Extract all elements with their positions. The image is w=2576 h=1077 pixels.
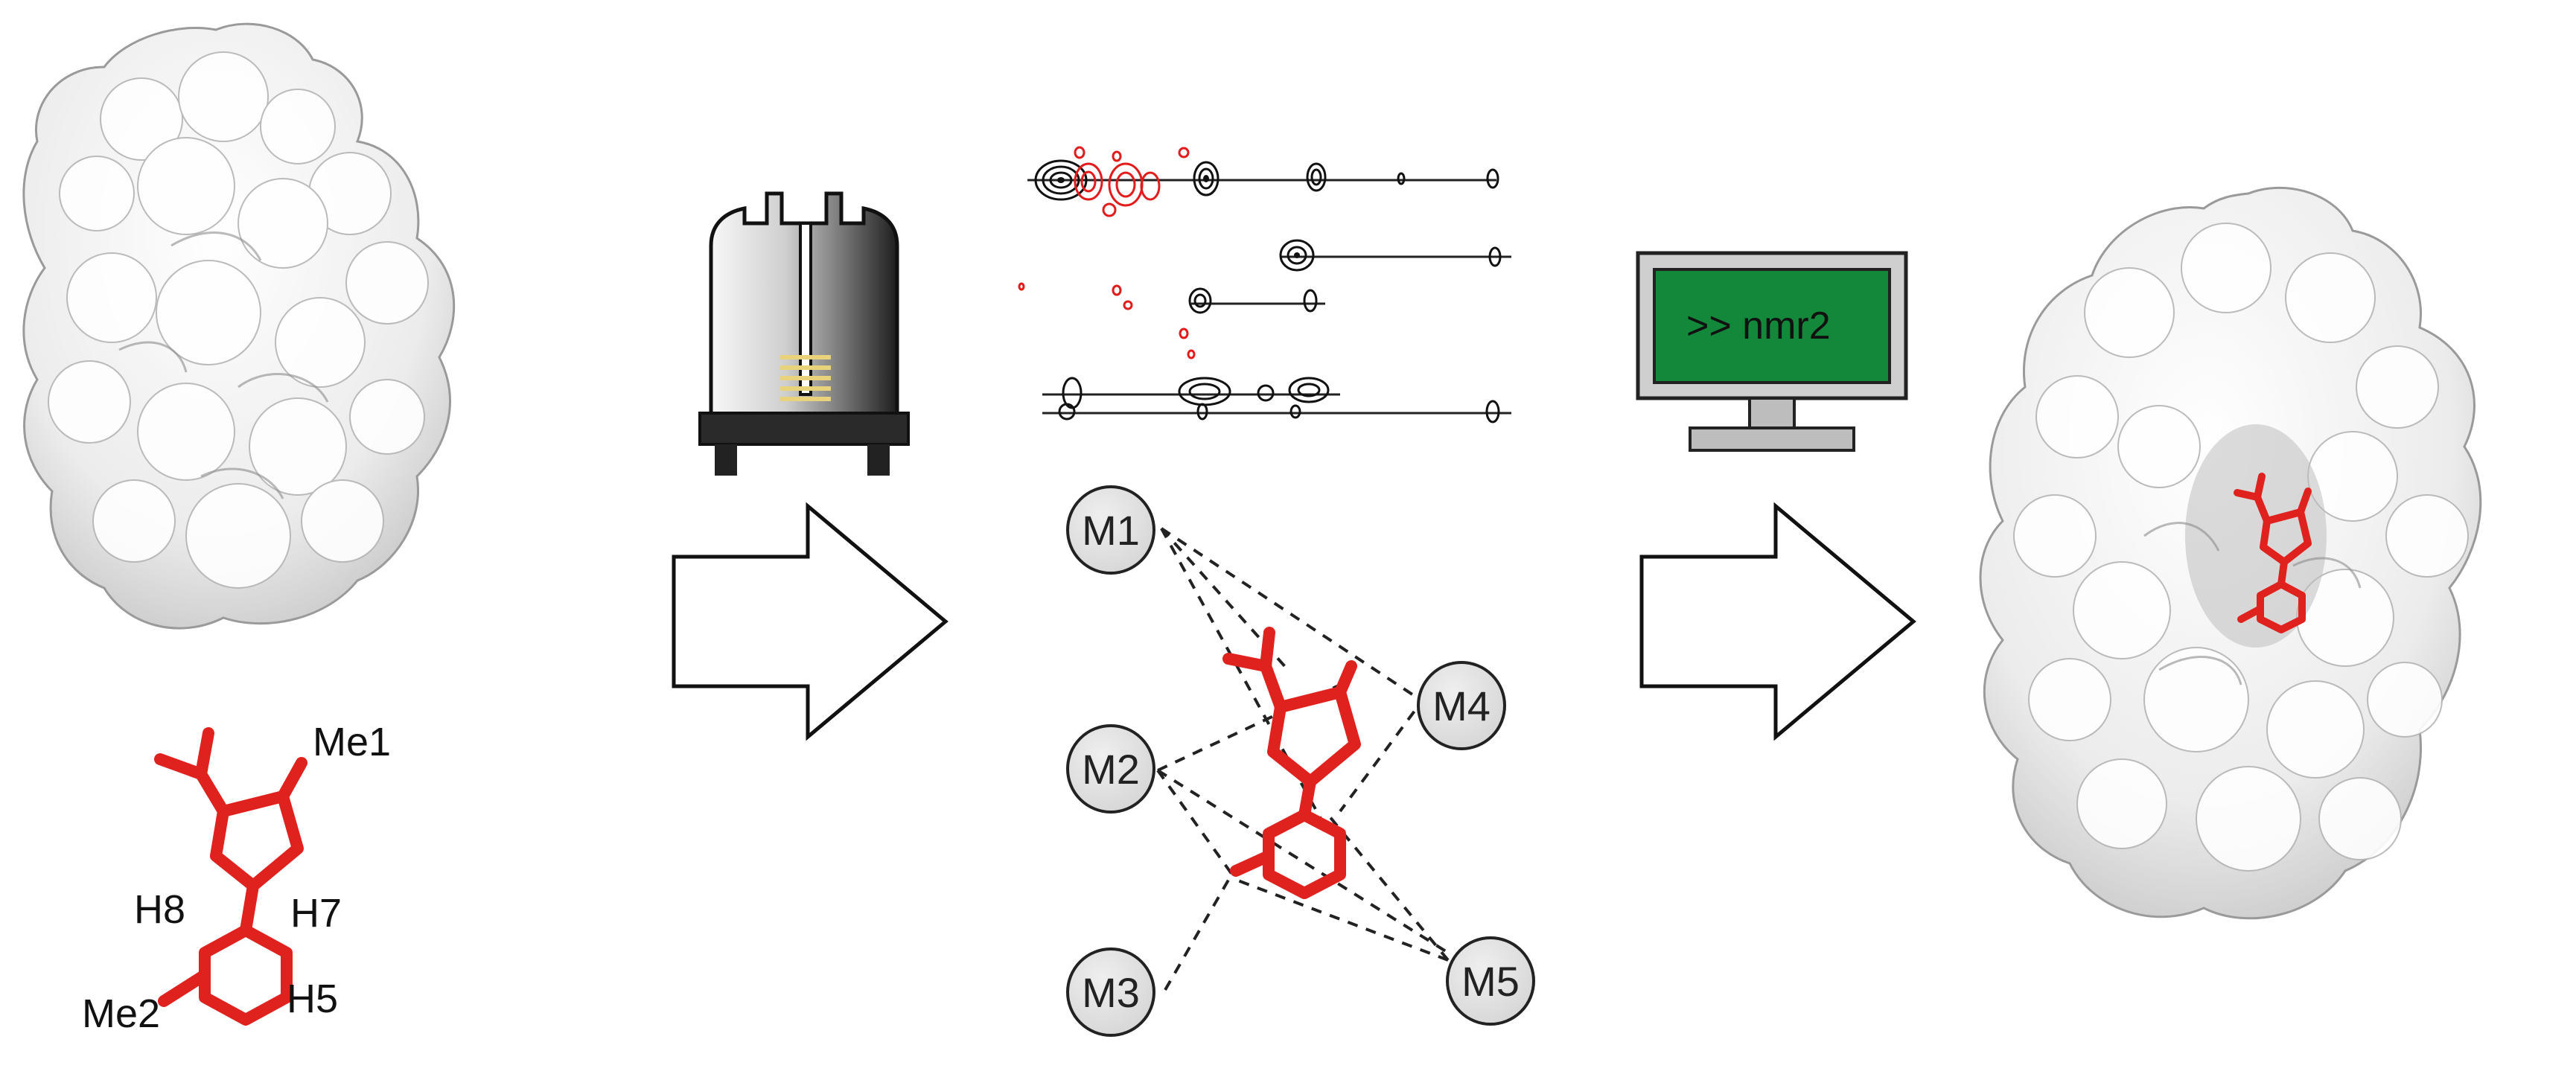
computer-monitor-icon: >> nmr2 xyxy=(1636,251,1908,452)
node-m1: M1 xyxy=(1066,485,1155,575)
protein-surface-right xyxy=(1979,186,2482,920)
node-m5: M5 xyxy=(1446,936,1535,1026)
svg-text:M2: M2 xyxy=(1082,746,1140,793)
label-h7: H7 xyxy=(290,891,342,936)
distance-restraints xyxy=(1156,527,1450,991)
svg-text:M5: M5 xyxy=(1461,958,1520,1005)
arrow-center-to-right xyxy=(1639,502,1916,741)
computer-screen-text: >> nmr2 xyxy=(1686,304,1831,348)
label-h5: H5 xyxy=(287,977,338,1021)
ligand-bound xyxy=(2234,473,2312,633)
arrow-left-to-center xyxy=(672,502,949,741)
node-m4: M4 xyxy=(1417,661,1506,750)
label-h8: H8 xyxy=(134,887,185,932)
svg-text:M4: M4 xyxy=(1432,683,1491,729)
label-me2: Me2 xyxy=(82,991,160,1036)
label-me1: Me1 xyxy=(313,720,391,764)
node-m3: M3 xyxy=(1066,947,1155,1037)
ligand-structure xyxy=(154,727,307,1026)
node-m2: M2 xyxy=(1066,724,1155,814)
ligand-structure-center xyxy=(1222,627,1361,899)
nmr-spectrometer-icon xyxy=(698,191,910,476)
svg-text:M1: M1 xyxy=(1082,507,1140,554)
nmr-spectra xyxy=(1018,146,1511,424)
svg-text:M3: M3 xyxy=(1082,969,1140,1016)
protein-surface-left xyxy=(22,22,456,630)
